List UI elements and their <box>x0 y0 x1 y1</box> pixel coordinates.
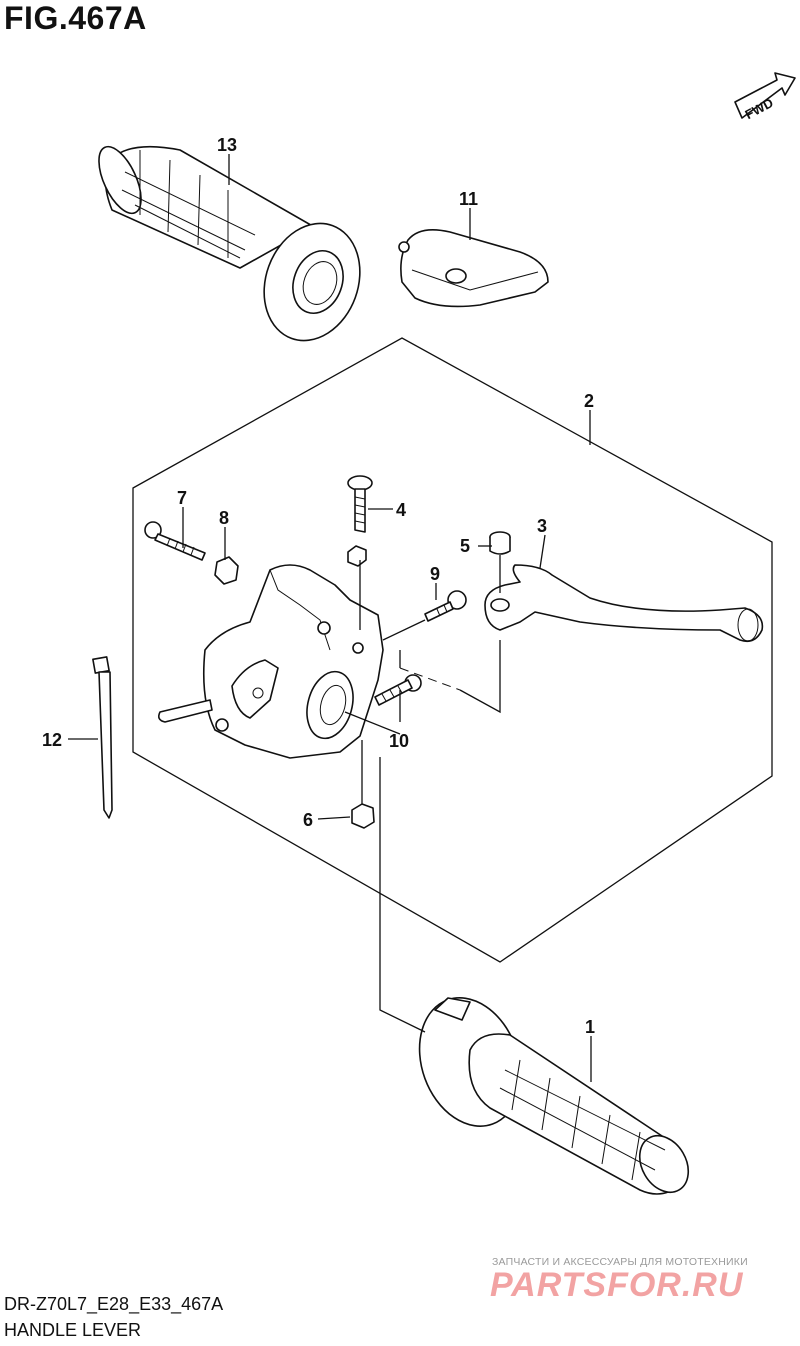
cable-tie-drawing <box>92 656 113 819</box>
screw-4-drawing <box>347 475 373 533</box>
callout-5: 5 <box>460 536 470 556</box>
callout-2: 2 <box>584 391 594 411</box>
grip-left-drawing <box>98 145 361 342</box>
bolt-9-drawing <box>424 590 467 622</box>
lever-holder-drawing <box>158 564 384 759</box>
grip-right-drawing <box>418 997 690 1195</box>
nut-8-drawing <box>214 556 239 585</box>
watermark-subtitle: ЗАПЧАСТИ И АКСЕССУАРЫ ДЛЯ МОТОТЕХНИКИ <box>492 1256 748 1268</box>
cover-drawing <box>398 229 549 308</box>
assembly-outline <box>132 337 773 963</box>
callout-1: 1 <box>585 1017 595 1037</box>
leader-lines <box>68 154 592 1082</box>
callout-13: 13 <box>217 135 237 155</box>
figure-caption: HANDLE LEVER <box>4 1320 142 1340</box>
washer-drawing <box>347 545 367 567</box>
screw-long-drawing <box>144 521 206 561</box>
watermark-logo: PARTSFOR.RU <box>490 1266 744 1304</box>
callout-11: 11 <box>459 189 478 209</box>
callout-6: 6 <box>303 810 313 830</box>
callout-4: 4 <box>396 500 406 520</box>
bushing-drawing <box>489 531 511 555</box>
fwd-arrow-icon: FWD <box>734 72 796 122</box>
figure-code: DR-Z70L7_E28_E33_467A <box>4 1294 224 1314</box>
callout-9: 9 <box>430 564 440 584</box>
callout-8: 8 <box>219 508 229 528</box>
callout-10: 10 <box>389 731 409 751</box>
callout-12: 12 <box>42 730 62 750</box>
callout-3: 3 <box>537 516 547 536</box>
lever-drawing <box>484 564 764 643</box>
nut-6-drawing <box>351 803 375 829</box>
screw-10-drawing <box>374 674 422 706</box>
figure-title: FIG.467A <box>4 0 147 36</box>
callout-7: 7 <box>177 488 187 508</box>
